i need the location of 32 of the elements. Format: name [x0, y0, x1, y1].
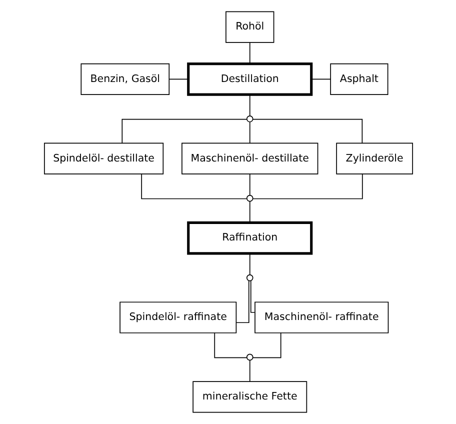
- node-box: Asphalt: [330, 63, 388, 95]
- node-circle: [246, 194, 253, 202]
- connector: [140, 174, 247, 200]
- connector: [252, 174, 362, 200]
- node-box: Spindelöl- destillate: [43, 142, 164, 174]
- connector: [248, 42, 250, 64]
- connector: [252, 118, 362, 144]
- node-box: Maschinenöl- destillate: [181, 142, 318, 174]
- node-box: mineralische Fette: [192, 381, 307, 413]
- connector: [121, 118, 247, 144]
- node-circle: [246, 115, 253, 122]
- connector: [248, 174, 250, 196]
- connector: [248, 122, 250, 144]
- connector: [248, 253, 250, 276]
- node-box: Zylinderöle: [336, 142, 413, 174]
- node-circle: [246, 354, 253, 361]
- node-box: Rohöl: [225, 11, 274, 43]
- connector: [248, 94, 250, 116]
- node-box: Maschinenöl- raffinate: [254, 302, 388, 334]
- node-box: Raffination: [186, 221, 312, 255]
- connector: [168, 78, 188, 80]
- connector: [214, 332, 247, 358]
- connector: [250, 280, 255, 313]
- connector: [310, 78, 330, 80]
- connector: [248, 201, 250, 223]
- connector: [248, 360, 250, 382]
- node-box: Benzin, Gasöl: [80, 63, 170, 95]
- node-box: Spindelöl- raffinate: [119, 302, 236, 334]
- node-circle: [246, 274, 253, 282]
- connector: [235, 280, 249, 324]
- connector: [252, 332, 281, 358]
- node-box: Destillation: [186, 62, 312, 96]
